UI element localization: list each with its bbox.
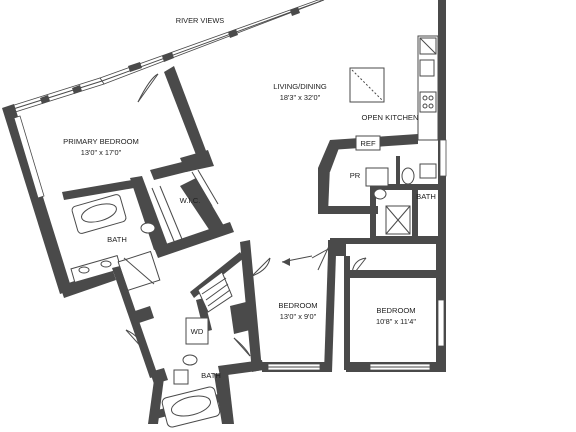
ref-label: REF <box>360 139 376 148</box>
primary-bath-label: BATH <box>107 235 127 244</box>
river-views-label: RIVER VIEWS <box>176 16 225 25</box>
primary-bedroom-walls <box>2 66 214 298</box>
bedrooms-walls <box>262 240 446 372</box>
bedroom-2-dimensions: 13'0" x 9'0" <box>280 312 317 321</box>
lower-bath-label: BATH <box>201 371 221 380</box>
primary-bath-block <box>62 156 234 292</box>
bath-main-label: BATH <box>416 192 436 201</box>
bedroom-3-dimensions: 10'8" x 11'4" <box>376 317 416 326</box>
living-dining-label: LIVING/DINING <box>273 82 327 91</box>
core-block <box>318 134 440 244</box>
lower-wing-fixtures <box>125 257 271 428</box>
hallway-door <box>281 243 331 271</box>
river-view-window-wall <box>99 0 325 85</box>
kitchen-counter <box>417 35 439 141</box>
primary-door-swing <box>137 73 159 103</box>
primary-bedroom-label: PRIMARY BEDROOM <box>63 137 139 146</box>
powder-room-label: PR <box>350 171 361 180</box>
bedroom-2-label: BEDROOM <box>278 301 317 310</box>
right-exterior-wall <box>438 0 447 244</box>
primary-bedroom-dimensions: 13'0" x 17'0" <box>81 148 122 157</box>
washer-dryer-label: WD <box>191 327 204 336</box>
wic-label: W.I.C. <box>180 196 201 205</box>
open-kitchen-label: OPEN KITCHEN <box>362 113 419 122</box>
dining-table <box>349 67 385 103</box>
living-dining-dimensions: 18'3" x 32'0" <box>280 93 321 102</box>
bedroom-3-label: BEDROOM <box>376 306 415 315</box>
